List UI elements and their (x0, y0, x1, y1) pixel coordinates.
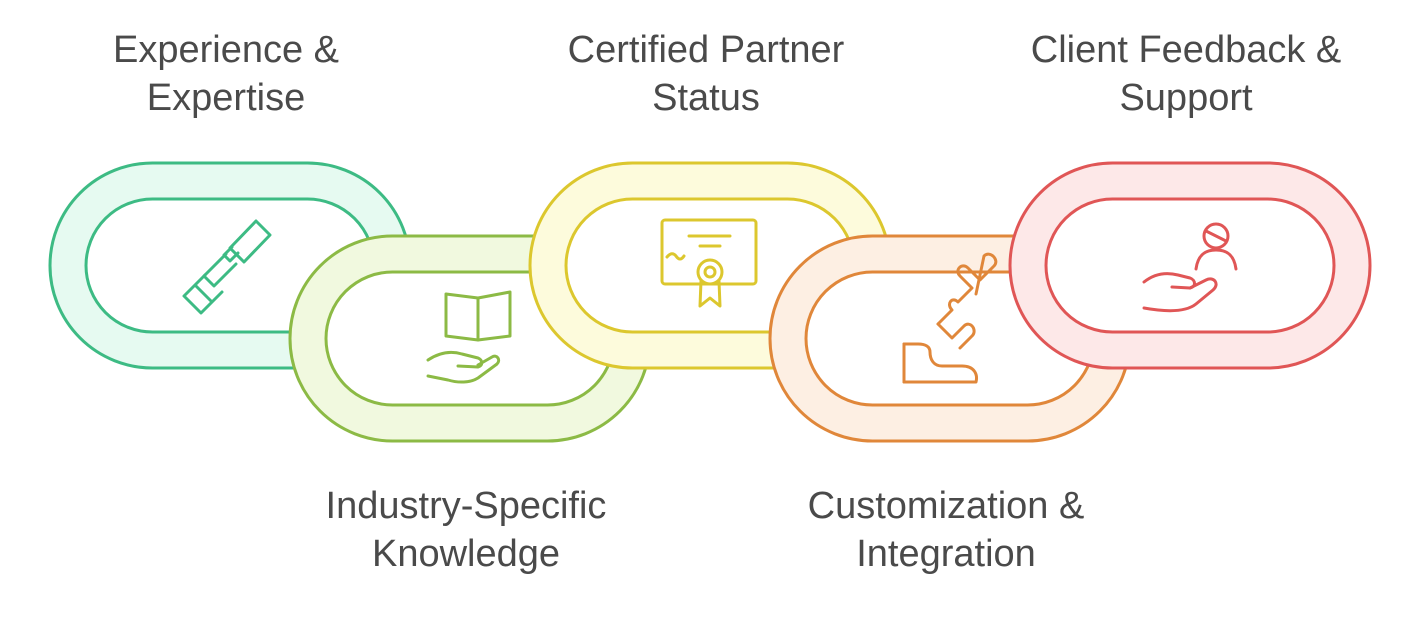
label-certified-partner-status: Certified Partner Status (486, 26, 926, 122)
book-in-hand-icon (426, 290, 512, 384)
label-experience-expertise: Experience & Expertise (6, 26, 446, 122)
label-industry-specific-knowledge: Industry-Specific Knowledge (246, 482, 686, 578)
puzzle-piece-icon (902, 252, 998, 384)
label-client-feedback-support: Client Feedback & Support (966, 26, 1406, 122)
label-line-2: Support (1119, 77, 1253, 119)
hand-with-person-icon (1142, 222, 1238, 313)
label-line-2: Integration (856, 533, 1036, 575)
chain-link-feedback (1008, 161, 1372, 370)
label-line-1: Client Feedback & (1030, 29, 1342, 71)
label-line-2: Knowledge (371, 533, 561, 575)
label-customization-integration: Customization & Integration (726, 482, 1166, 578)
label-line-2: Expertise (146, 77, 306, 119)
telescope-icon (182, 219, 272, 315)
label-line-1: Experience & (112, 29, 339, 71)
label-line-1: Certified Partner (567, 29, 845, 71)
label-line-2: Status (652, 77, 760, 119)
label-line-1: Customization & (807, 485, 1085, 527)
certificate-icon (660, 218, 758, 308)
label-line-1: Industry-Specific (325, 485, 607, 527)
